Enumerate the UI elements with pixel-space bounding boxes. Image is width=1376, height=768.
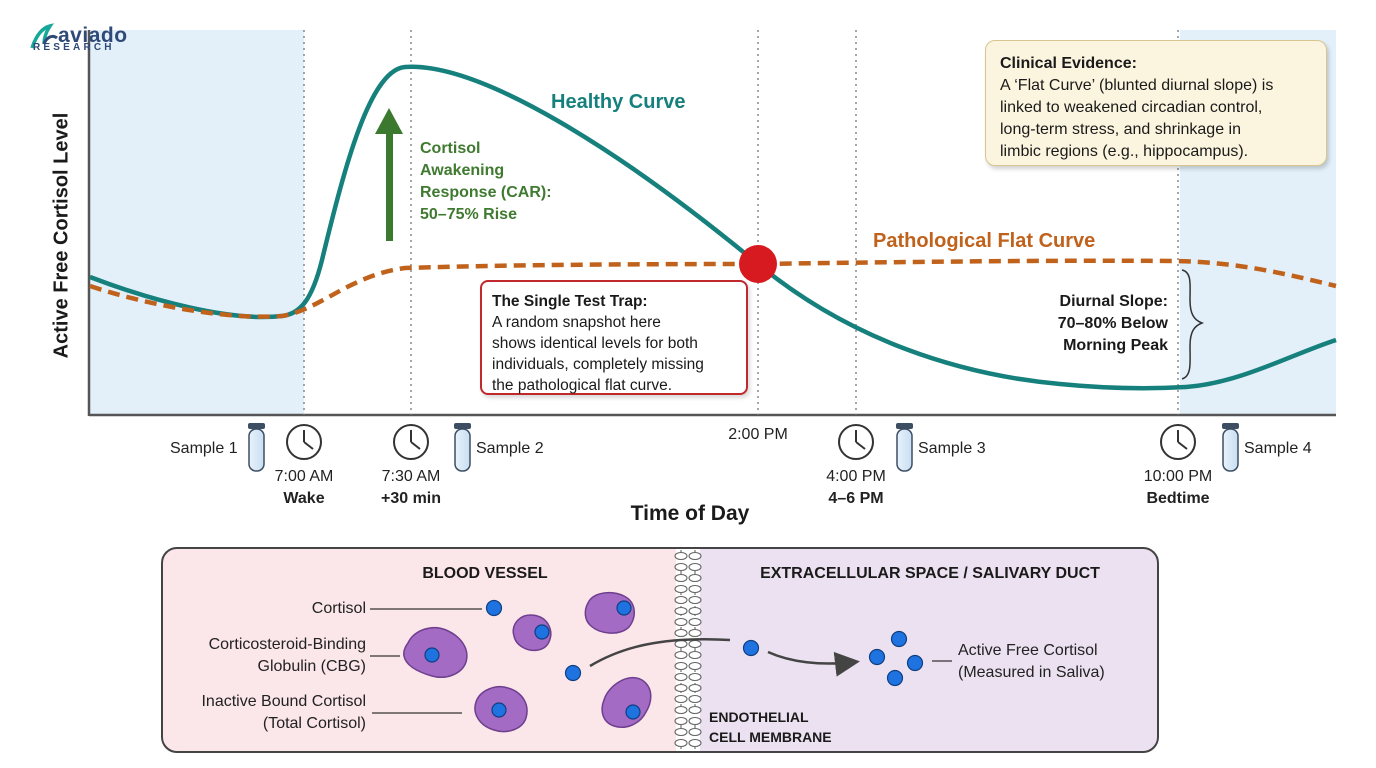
lipid-head <box>674 694 688 704</box>
lipid-head <box>688 661 702 671</box>
cbg-protein-2 <box>512 614 552 652</box>
lipid-head <box>674 573 688 583</box>
lipid-head <box>688 705 702 715</box>
cortisol-label: Cortisol <box>311 600 366 617</box>
free-cortisol-molecule-2 <box>868 648 886 666</box>
lipid-head <box>688 606 702 616</box>
bound-cortisol-label: Inactive Bound Cortisol (Total Cortisol) <box>201 693 366 732</box>
time-label-7am: 7:00 AM Wake <box>274 468 334 507</box>
night-region-morning <box>90 30 304 415</box>
flat-curve-label: Pathological Flat Curve <box>873 230 1096 252</box>
tube-icon-sample-4 <box>1222 423 1239 472</box>
cortisol-molecule-bound-2 <box>534 624 550 640</box>
logo-mark <box>30 23 58 49</box>
cortisol-molecule-bound-5 <box>625 704 641 720</box>
time-label-2pm: 2:00 PM <box>728 426 788 443</box>
time-label-730am: 7:30 AM +30 min <box>380 468 442 507</box>
lipid-head <box>674 727 688 737</box>
car-arrow <box>375 108 403 241</box>
tube-icon-sample-3 <box>896 423 913 472</box>
lipid-head <box>688 617 702 627</box>
clinical-evidence-title: Clinical Evidence: <box>1000 55 1137 72</box>
endothelial-membrane <box>674 550 702 750</box>
lipid-head <box>674 683 688 693</box>
clock-icon-4pm <box>838 424 874 460</box>
lipid-head <box>688 738 702 748</box>
lipid-head <box>674 562 688 572</box>
lipid-head <box>688 639 702 649</box>
transport-panel <box>161 547 1159 753</box>
free-cortisol-molecule-4 <box>886 669 904 687</box>
extracellular-region <box>700 548 1158 752</box>
extracellular-title: EXTRACELLULAR SPACE / SALIVARY DUCT <box>760 565 1100 582</box>
clinical-evidence-callout: Clinical Evidence: A ‘Flat Curve’ (blunt… <box>985 40 1327 166</box>
lipid-head <box>688 551 702 561</box>
single-test-trap-callout: The Single Test Trap: A random snapshot … <box>480 280 748 395</box>
diurnal-slope-annotation: Diurnal Slope: 70–80% Below Morning Peak <box>1057 293 1168 354</box>
lipid-head <box>688 683 702 693</box>
x-axis-label: Time of Day <box>630 502 750 525</box>
sample-label-4: Sample 4 <box>1244 440 1312 457</box>
cortisol-molecule-bound-4 <box>491 702 507 718</box>
y-axis-label: Active Free Cortisol Level <box>50 112 73 359</box>
diffusion-arrow-2 <box>767 650 860 677</box>
lipid-head <box>674 551 688 561</box>
clock-icon-7am <box>286 424 322 460</box>
free-cortisol-molecule-3 <box>906 654 924 672</box>
lipid-head <box>688 595 702 605</box>
sample-label-1: Sample 1 <box>170 440 238 457</box>
cortisol-molecule-bound-1 <box>616 600 632 616</box>
lipid-head <box>674 705 688 715</box>
lipid-head <box>674 738 688 748</box>
flat-curve <box>89 258 1337 319</box>
lipid-head <box>688 628 702 638</box>
cortisol-molecule-crossing <box>564 664 582 682</box>
logo-wordmark: aviado <box>58 24 128 47</box>
sample-label-3: Sample 3 <box>918 440 986 457</box>
lipid-head <box>674 606 688 616</box>
lipid-head <box>688 650 702 660</box>
car-annotation: Cortisol Awakening Response (CAR): 50–75… <box>420 140 552 223</box>
lipid-head <box>674 639 688 649</box>
healthy-curve-label: Healthy Curve <box>551 91 686 113</box>
clock-icon-10pm <box>1160 424 1196 460</box>
lipid-head <box>674 584 688 594</box>
cortisol-molecule-free-blood <box>485 599 503 617</box>
lipid-head <box>688 727 702 737</box>
cortisol-molecule-bound-3 <box>424 647 440 663</box>
cbg-label: Corticosteroid-Binding Globulin (CBG) <box>208 636 366 675</box>
free-cortisol-molecule-1 <box>890 630 908 648</box>
lipid-head <box>688 694 702 704</box>
intersection-marker <box>739 245 777 283</box>
lipid-head <box>674 595 688 605</box>
cortisol-molecule-transit <box>742 639 760 657</box>
lipid-head <box>674 628 688 638</box>
lipid-head <box>674 716 688 726</box>
sample-label-2: Sample 2 <box>476 440 544 457</box>
clock-icon-730am <box>393 424 429 460</box>
tube-icon-sample-1 <box>248 423 265 472</box>
lipid-head <box>674 617 688 627</box>
single-test-trap-title: The Single Test Trap: <box>492 293 648 310</box>
tube-icon-sample-2 <box>454 423 471 472</box>
blood-vessel-title: BLOOD VESSEL <box>422 565 548 582</box>
lipid-head <box>674 650 688 660</box>
time-label-10pm: 10:00 PM Bedtime <box>1143 468 1213 507</box>
time-label-4pm: 4:00 PM 4–6 PM <box>826 468 886 507</box>
diffusion-arrow-1 <box>589 638 731 668</box>
lipid-head <box>688 672 702 682</box>
slope-brace <box>1181 269 1205 380</box>
lipid-head <box>688 562 702 572</box>
lipid-head <box>674 661 688 671</box>
membrane-label: ENDOTHELIAL CELL MEMBRANE <box>709 709 832 745</box>
healthy-curve <box>89 64 1337 391</box>
lipid-head <box>674 672 688 682</box>
lipid-head <box>688 573 702 583</box>
free-cortisol-label: Active Free Cortisol (Measured in Saliva… <box>958 642 1105 681</box>
logo-subtitle: RESEARCH <box>33 42 115 53</box>
lipid-head <box>688 716 702 726</box>
lipid-head <box>688 584 702 594</box>
